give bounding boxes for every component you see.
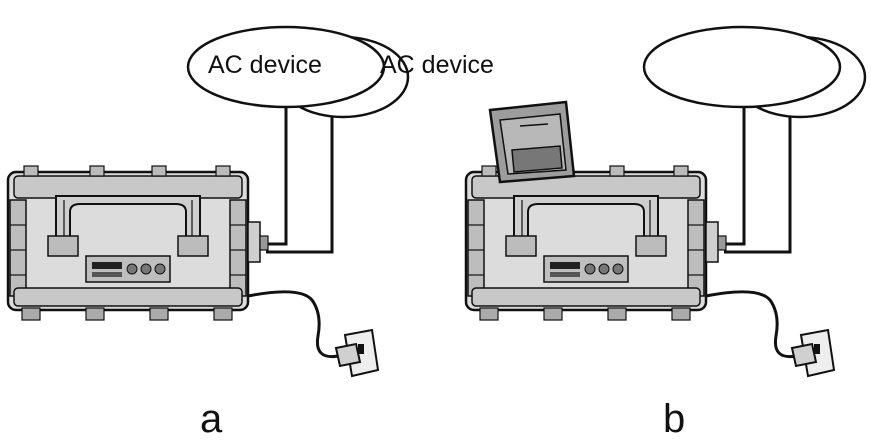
device-label-1: AC device [208, 51, 322, 79]
device-cable-front [266, 107, 288, 246]
panel-b: b [464, 25, 867, 441]
device-cable-back [266, 116, 334, 254]
power-station-unit [464, 164, 728, 322]
device-cable-front [724, 107, 746, 246]
power-cord [705, 290, 797, 359]
panel-label-a: a [200, 397, 223, 441]
power-cord [247, 290, 339, 359]
power-station-unit [6, 164, 270, 322]
wall-socket [791, 329, 835, 377]
device-label-2: AC device [380, 51, 494, 79]
panel-a: AC device AC device a [6, 25, 494, 441]
ac-device-oval-front [642, 25, 842, 109]
device-cable-back [724, 116, 792, 254]
wall-socket [335, 329, 379, 377]
battery-module-attachment [488, 100, 576, 184]
panel-label-b: b [663, 397, 685, 441]
